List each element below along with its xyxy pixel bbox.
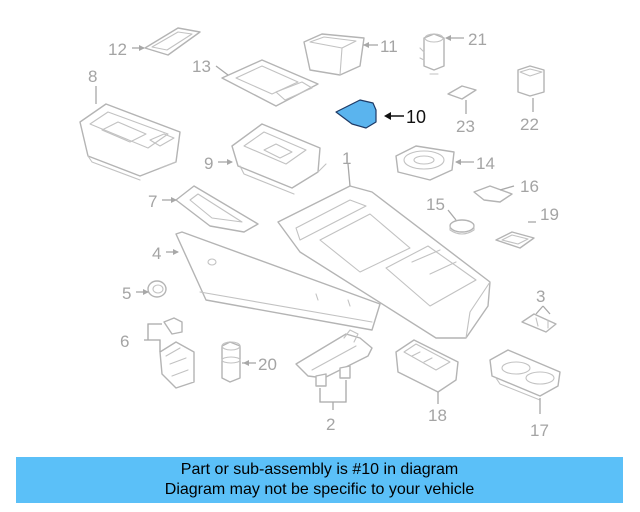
- part-5: 5: [122, 280, 167, 303]
- part-22: 22: [517, 65, 545, 134]
- part-16: 16: [473, 177, 539, 203]
- callout-3: 3: [536, 287, 545, 306]
- part-14: 14: [395, 145, 495, 181]
- banner-line-2: Diagram may not be specific to your vehi…: [164, 481, 475, 498]
- callout-6: 6: [120, 332, 129, 351]
- part-23: 23: [447, 85, 477, 136]
- callout-10: 10: [406, 107, 426, 127]
- part-6: 6: [120, 317, 195, 389]
- part-4: 4: [152, 231, 381, 331]
- callout-15: 15: [426, 195, 445, 214]
- parts-diagram: 12 13 11 21 22 23: [79, 27, 561, 440]
- callout-20: 20: [258, 355, 277, 374]
- callout-2: 2: [326, 415, 335, 434]
- part-17: 17: [489, 349, 561, 440]
- callout-23: 23: [456, 117, 475, 136]
- part-13: 13: [192, 57, 319, 107]
- part-1: 1: [277, 149, 491, 339]
- callout-8: 8: [88, 67, 97, 86]
- part-18: 18: [395, 339, 459, 425]
- part-19: 19: [495, 205, 559, 249]
- callout-11: 11: [380, 37, 398, 56]
- callout-21: 21: [468, 30, 487, 49]
- callout-9: 9: [204, 154, 213, 173]
- callout-12: 12: [108, 40, 127, 59]
- callout-18: 18: [428, 406, 447, 425]
- part-7: 7: [148, 185, 259, 233]
- part-15: 15: [426, 195, 475, 235]
- callout-22: 22: [520, 115, 539, 134]
- part-10-highlighted: 10: [335, 99, 426, 129]
- part-3: 3: [521, 287, 557, 333]
- part-21: 21: [419, 30, 487, 75]
- callout-16: 16: [520, 177, 539, 196]
- part-11: 11: [303, 33, 398, 76]
- callout-13: 13: [192, 57, 211, 76]
- callout-4: 4: [152, 244, 161, 263]
- callout-1: 1: [342, 149, 351, 168]
- callout-14: 14: [476, 154, 495, 173]
- part-2: 2: [295, 329, 373, 434]
- callout-7: 7: [148, 192, 157, 211]
- part-12: 12: [108, 27, 201, 59]
- part-20: 20: [221, 341, 277, 383]
- part-8: 8: [79, 67, 181, 181]
- part-9: 9: [204, 123, 327, 195]
- callout-19: 19: [540, 205, 559, 224]
- banner-line-1: Part or sub-assembly is #10 in diagram: [180, 461, 459, 478]
- callout-17: 17: [530, 421, 549, 440]
- info-banner: Part or sub-assembly is #10 in diagram D…: [16, 457, 623, 503]
- callout-5: 5: [122, 284, 131, 303]
